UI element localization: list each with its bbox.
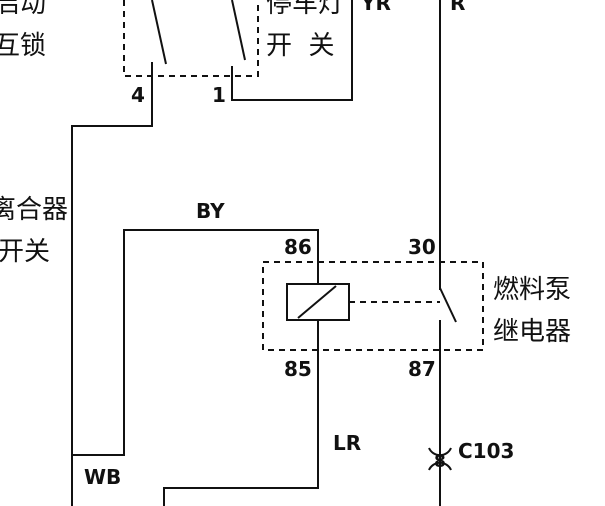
wire-color-wb: WB	[84, 465, 121, 489]
start-interlock-label-top: 启动	[0, 0, 46, 19]
wire-color-by: BY	[196, 199, 225, 223]
pin-87: 87	[408, 357, 436, 381]
fuel-pump-relay-label-top: 燃料泵	[493, 275, 571, 305]
upper-switch-box	[123, 0, 259, 77]
connector-pin-8: 8	[434, 452, 446, 472]
brake-light-switch-contact	[231, 0, 246, 61]
wire-pin4	[71, 62, 153, 506]
wire-color-lr: LR	[333, 431, 361, 455]
start-interlock-label-bottom: 互锁	[0, 31, 46, 61]
wire-color-yr: YR	[360, 0, 391, 15]
fuel-pump-relay-label-bottom: 继电器	[493, 317, 571, 347]
pin-86: 86	[284, 235, 312, 259]
pin-4: 4	[131, 83, 145, 107]
connector-c103-label: C103	[458, 439, 514, 463]
pin-1: 1	[212, 83, 226, 107]
pin-85: 85	[284, 357, 312, 381]
brake-light-switch-label-bottom: 开 关	[266, 31, 335, 61]
pin-30: 30	[408, 235, 436, 259]
connector-c103-symbol	[428, 447, 452, 471]
wire-by	[72, 229, 319, 456]
wire-color-r: R	[450, 0, 465, 15]
fuel-pump-relay-box	[262, 261, 484, 351]
relay-switch-contact	[439, 287, 457, 323]
interlock-switch-contact	[151, 0, 167, 65]
wire-lr	[163, 320, 319, 506]
relay-coil	[286, 283, 350, 321]
clutch-switch-label-top: 离合器	[0, 195, 68, 225]
clutch-switch-label-bottom: 开关	[0, 237, 50, 267]
wire-pin1-yr	[231, 0, 353, 101]
brake-light-switch-label-top: 停车灯	[266, 0, 344, 19]
